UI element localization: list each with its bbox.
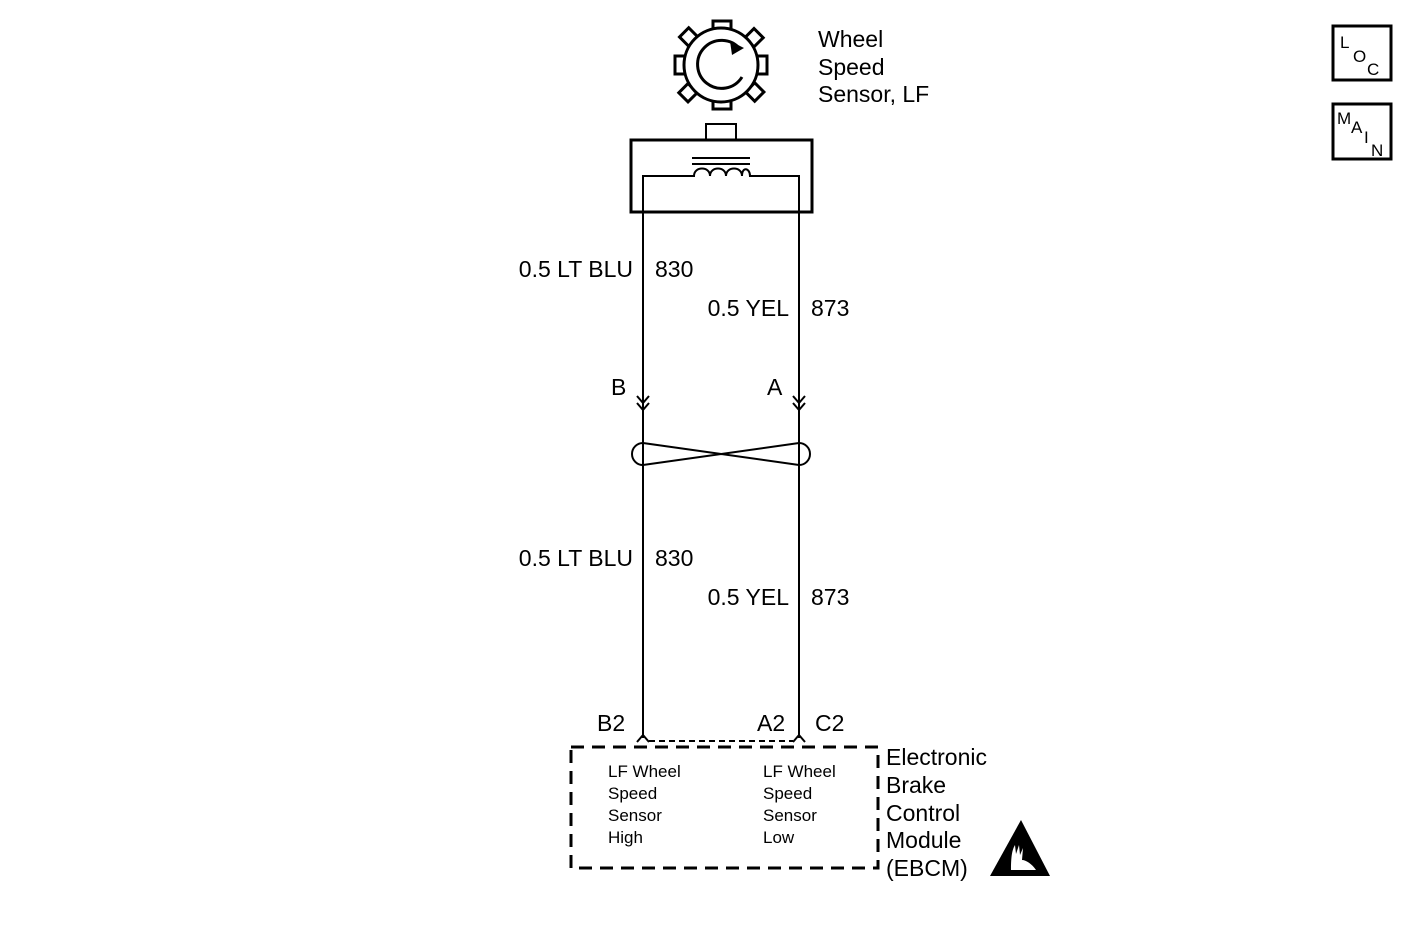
svg-text:N: N xyxy=(1371,141,1383,160)
ebcm-module-name: Electronic Brake Control Module (EBCM) xyxy=(886,744,993,881)
sensor-title: Wheel Speed Sensor, LF xyxy=(818,26,929,107)
ebcm-module-box xyxy=(569,745,880,870)
wire-label-upper-right: 0.5 YEL xyxy=(708,295,790,321)
circuit-number-lower-right: 873 xyxy=(811,584,849,610)
module-pin-b2: B2 xyxy=(597,710,625,736)
sensor-body xyxy=(629,123,814,214)
module-connector-c2: C2 xyxy=(815,710,844,736)
main-button[interactable]: M A I N xyxy=(1331,102,1393,161)
connector-pin-a: A xyxy=(767,374,783,400)
wires xyxy=(642,210,800,738)
svg-text:O: O xyxy=(1353,47,1366,66)
circuit-number-lower-left: 830 xyxy=(655,545,693,571)
circuit-number-upper-right: 873 xyxy=(811,295,849,321)
wire-label-upper-left: 0.5 LT BLU xyxy=(519,256,633,282)
module-pin-icon xyxy=(636,733,806,743)
esd-warning-icon xyxy=(990,820,1050,876)
module-pin-a2: A2 xyxy=(757,710,785,736)
svg-text:M: M xyxy=(1337,109,1351,128)
tone-ring-icon xyxy=(673,19,769,111)
sensor-coil-icon xyxy=(642,157,800,210)
loc-button[interactable]: L O C xyxy=(1331,24,1393,82)
twisted-pair-icon xyxy=(631,441,811,467)
wire-label-lower-right: 0.5 YEL xyxy=(708,584,790,610)
connector-pin-b: B xyxy=(611,374,626,400)
ebcm-left-function: LF Wheel Speed Sensor High xyxy=(608,762,685,847)
wire-label-lower-left: 0.5 LT BLU xyxy=(519,545,633,571)
svg-text:L: L xyxy=(1340,33,1349,52)
ebcm-right-function: LF Wheel Speed Sensor Low xyxy=(763,762,840,847)
svg-text:C: C xyxy=(1367,60,1379,79)
svg-text:A: A xyxy=(1351,118,1363,137)
connector-chevron-icon xyxy=(636,395,806,412)
svg-text:I: I xyxy=(1364,128,1369,147)
circuit-number-upper-left: 830 xyxy=(655,256,693,282)
